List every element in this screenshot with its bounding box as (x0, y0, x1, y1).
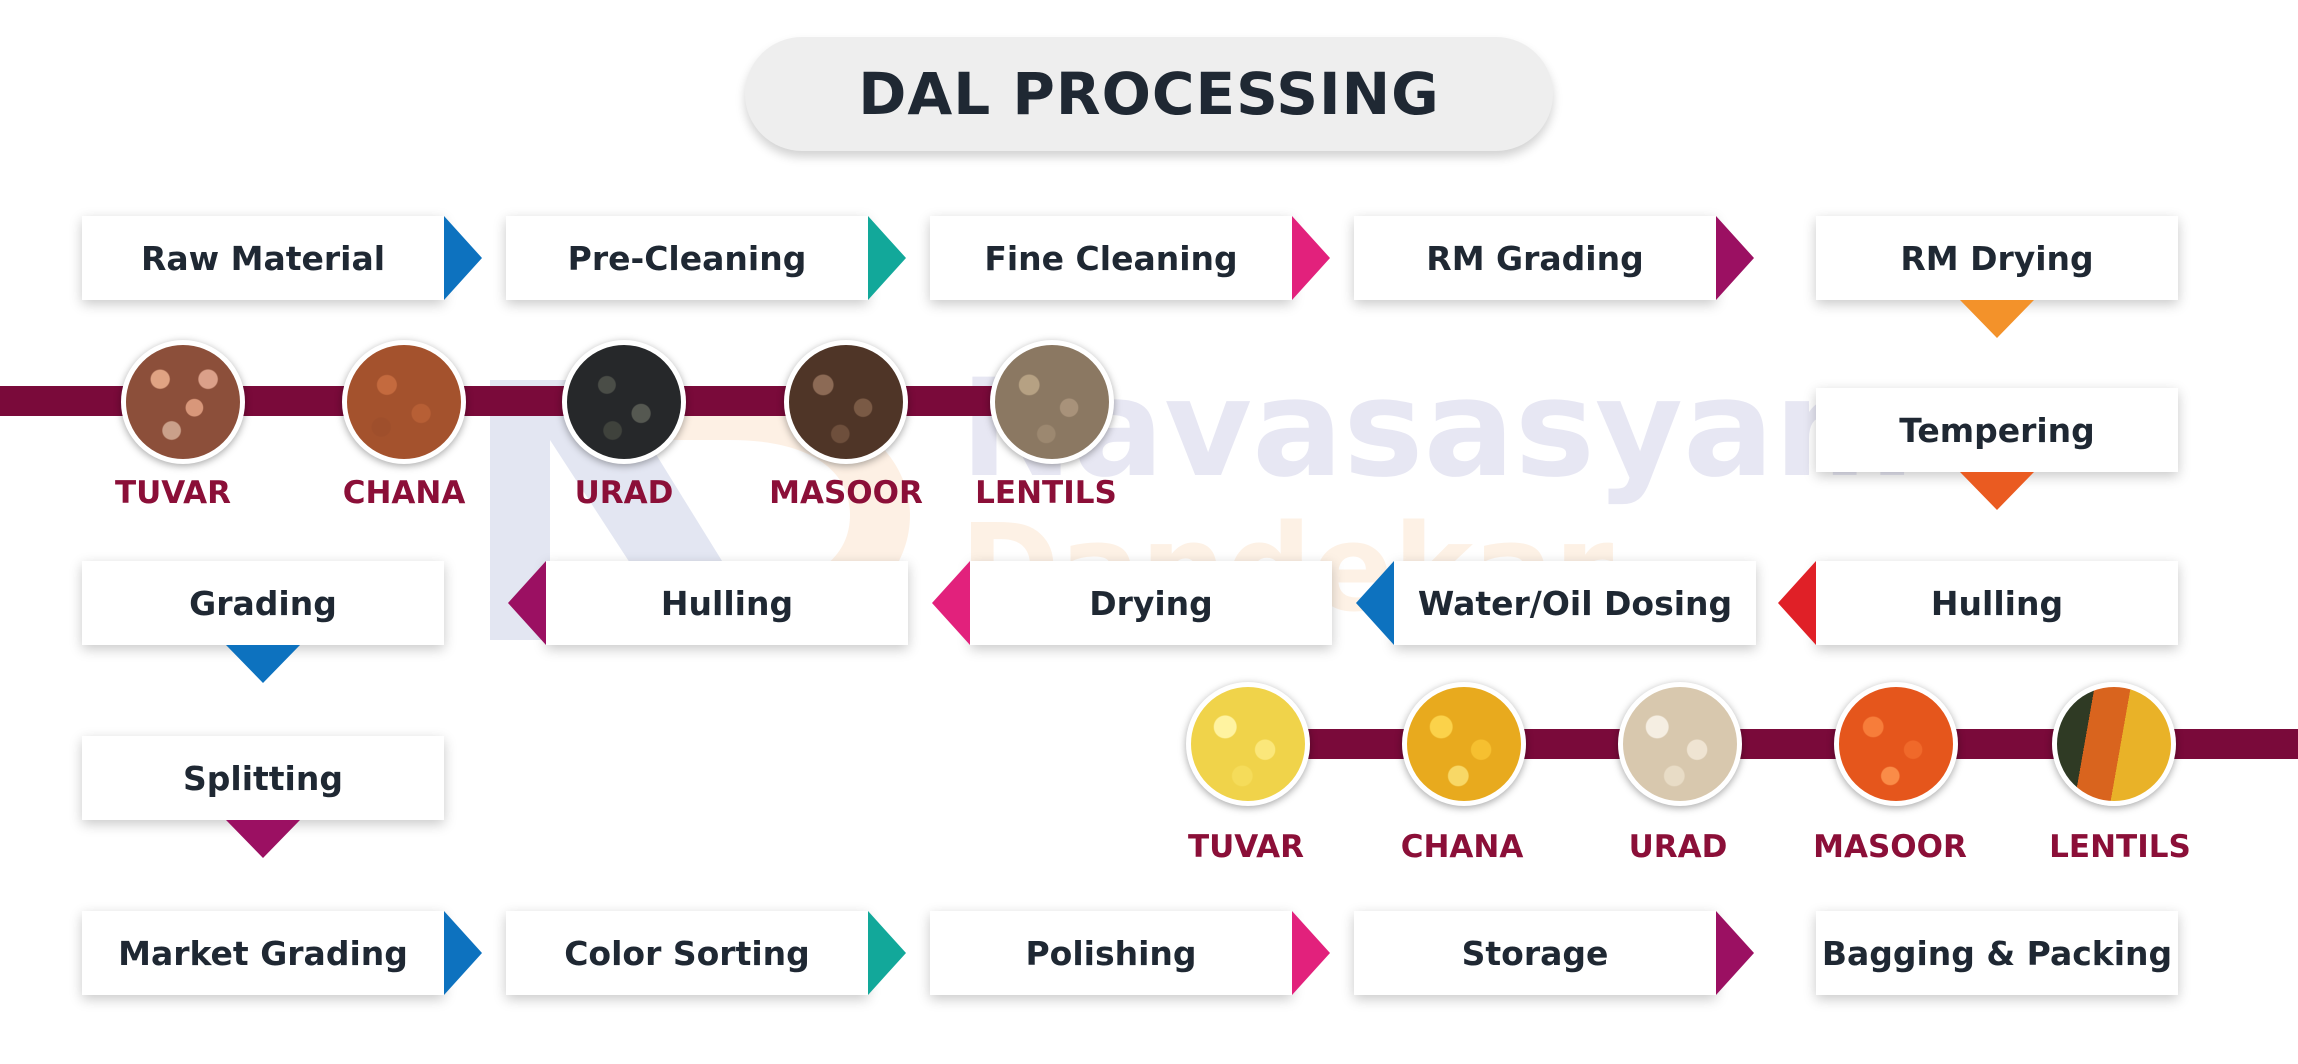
step-water-oil-dosing: Water/Oil Dosing (1394, 561, 1756, 645)
step-label: Drying (1089, 583, 1213, 623)
step-label: Fine Cleaning (984, 238, 1238, 278)
raw-grain-label-lentils: LENTILS (975, 475, 1117, 511)
arrow-right-icon (868, 216, 906, 300)
step-pre-cleaning: Pre-Cleaning (506, 216, 868, 300)
arrow-down-icon (226, 645, 300, 683)
step-label: Tempering (1899, 410, 2095, 450)
grain-lentils-split-image (2052, 682, 2176, 806)
arrow-down-icon (1960, 472, 2034, 510)
title-pill: DAL PROCESSING (745, 37, 1553, 151)
arrow-left-icon (508, 561, 546, 645)
step-market-grading: Market Grading (82, 911, 444, 995)
step-label: Storage (1461, 933, 1609, 973)
step-label: Polishing (1025, 933, 1197, 973)
step-label: Market Grading (118, 933, 408, 973)
arrow-left-icon (932, 561, 970, 645)
step-grading: Grading (82, 561, 444, 645)
step-bagging-packing: Bagging & Packing (1816, 911, 2178, 995)
arrow-right-icon (1292, 911, 1330, 995)
arrow-right-icon (868, 911, 906, 995)
grain-masoor-raw-image (784, 340, 908, 464)
grain-masoor-split-image (1834, 682, 1958, 806)
step-label: Pre-Cleaning (567, 238, 807, 278)
raw-grain-label-urad: URAD (574, 475, 674, 511)
step-fine-cleaning: Fine Cleaning (930, 216, 1292, 300)
step-label: Bagging & Packing (1821, 933, 2173, 973)
step-raw-material: Raw Material (82, 216, 444, 300)
step-splitting: Splitting (82, 736, 444, 820)
step-rm-grading: RM Grading (1354, 216, 1716, 300)
split-grain-label-urad: URAD (1628, 829, 1728, 865)
arrow-right-icon (1292, 216, 1330, 300)
step-label: Raw Material (140, 238, 386, 278)
split-grain-label-lentils: LENTILS (2049, 829, 2191, 865)
step-tempering: Tempering (1816, 388, 2178, 472)
step-storage: Storage (1354, 911, 1716, 995)
raw-grain-label-tuvar: TUVAR (114, 475, 232, 511)
step-drying: Drying (970, 561, 1332, 645)
grain-urad-raw-image (562, 340, 686, 464)
step-hulling-left: Hulling (546, 561, 908, 645)
step-label: Water/Oil Dosing (1417, 583, 1733, 623)
grain-tuvar-split-image (1186, 682, 1310, 806)
step-label: RM Drying (1900, 238, 2094, 278)
grain-chana-raw-image (342, 340, 466, 464)
arrow-right-icon (1716, 911, 1754, 995)
grain-chana-split-image (1402, 682, 1526, 806)
step-label: Grading (189, 583, 337, 623)
arrow-right-icon (1716, 216, 1754, 300)
arrow-left-icon (1778, 561, 1816, 645)
arrow-right-icon (444, 216, 482, 300)
step-polishing: Polishing (930, 911, 1292, 995)
grain-lentils-raw-image (990, 340, 1114, 464)
raw-grain-label-masoor: MASOOR (769, 475, 923, 511)
step-color-sorting: Color Sorting (506, 911, 868, 995)
step-label: Hulling (1930, 583, 2064, 623)
arrow-right-icon (444, 911, 482, 995)
step-rm-drying: RM Drying (1816, 216, 2178, 300)
grain-urad-split-image (1618, 682, 1742, 806)
step-label: Splitting (183, 758, 343, 798)
page-title: DAL PROCESSING (858, 60, 1440, 128)
arrow-left-icon (1356, 561, 1394, 645)
split-grain-label-chana: CHANA (1400, 829, 1524, 865)
step-label: RM Grading (1426, 238, 1644, 278)
split-grain-label-tuvar: TUVAR (1187, 829, 1305, 865)
arrow-down-icon (226, 820, 300, 858)
grain-tuvar-raw-image (121, 340, 245, 464)
step-label: Color Sorting (564, 933, 810, 973)
step-label: Hulling (660, 583, 794, 623)
step-hulling-right: Hulling (1816, 561, 2178, 645)
arrow-down-icon (1960, 300, 2034, 338)
raw-grain-label-chana: CHANA (342, 475, 466, 511)
split-grain-label-masoor: MASOOR (1813, 829, 1967, 865)
